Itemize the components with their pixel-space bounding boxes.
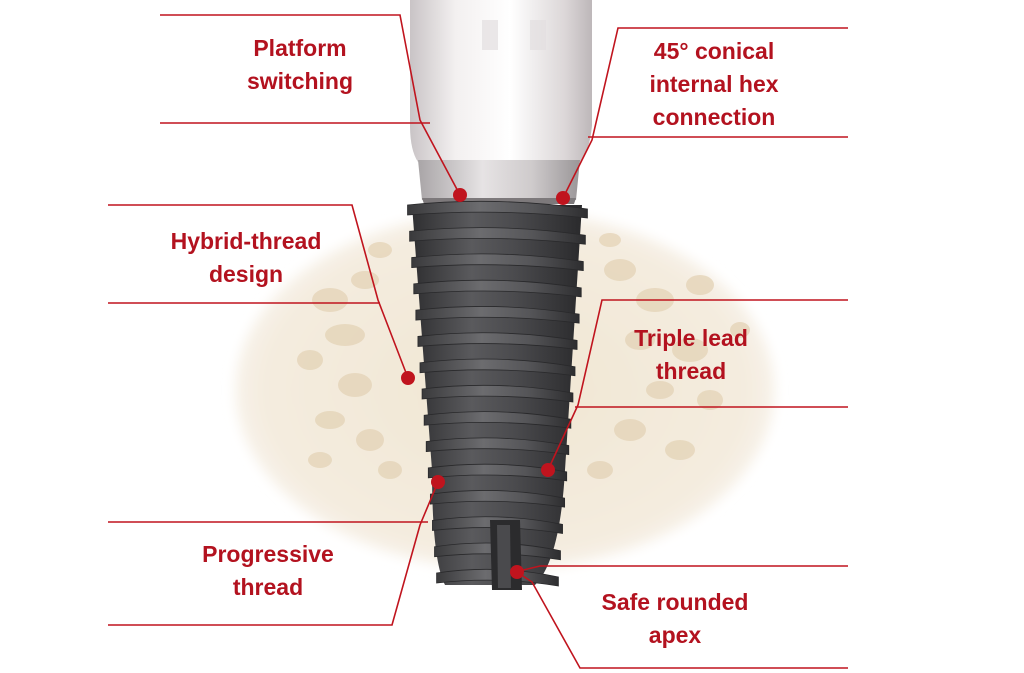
implant-collar [418,160,580,204]
label-rounded-apex-line-2: apex [648,622,702,648]
thread-ring [429,490,566,508]
label-rounded-apex-line-1: Safe rounded [601,589,749,615]
label-conical-hex-line-3: connection [652,104,776,130]
label-conical-hex-line-2: internal hex [649,71,779,97]
label-rounded-apex: Safe rounded apex [525,586,825,652]
thread-ring [419,358,576,377]
thread-ring [407,200,588,219]
callout-markers [401,188,570,579]
marker-conical-hex [556,191,570,205]
label-hybrid-thread-line-2: design [208,261,284,287]
abutment [410,0,592,162]
label-triple-lead: Triple lead thread [541,322,841,388]
thread-ring [417,332,578,350]
thread-ring [427,463,568,482]
marker-rounded-apex [510,565,524,579]
thread-ring [411,253,584,272]
thread-ring [425,437,570,456]
thread-ring [423,411,572,429]
thread-ring [409,227,586,245]
label-platform-switching-line-1: Platform [253,35,347,61]
label-triple-lead-line-2: thread [655,358,727,384]
label-hybrid-thread: Hybrid-thread design [96,225,396,291]
implant-threads [407,200,588,587]
thread-ring [413,279,582,298]
implant-body [407,200,588,590]
label-platform-switching-line-2: switching [246,68,354,94]
marker-progressive-thread [431,475,445,489]
label-conical-hex: 45° conical internal hex connection [564,35,864,134]
label-progressive-thread: Progressive thread [118,538,418,604]
label-hybrid-thread-line-1: Hybrid-thread [170,228,322,254]
label-progressive-thread-line-1: Progressive [202,541,334,567]
leader-lines [108,14,848,669]
label-platform-switching: Platform switching [150,32,450,98]
label-progressive-thread-line-2: thread [232,574,304,600]
label-conical-hex-line-1: 45° conical [653,38,775,64]
marker-hybrid-thread [401,371,415,385]
label-triple-lead-line-1: Triple lead [634,325,748,351]
marker-platform-switching [453,188,467,202]
thread-ring [421,384,574,403]
marker-triple-lead [541,463,555,477]
thread-ring [415,306,580,324]
